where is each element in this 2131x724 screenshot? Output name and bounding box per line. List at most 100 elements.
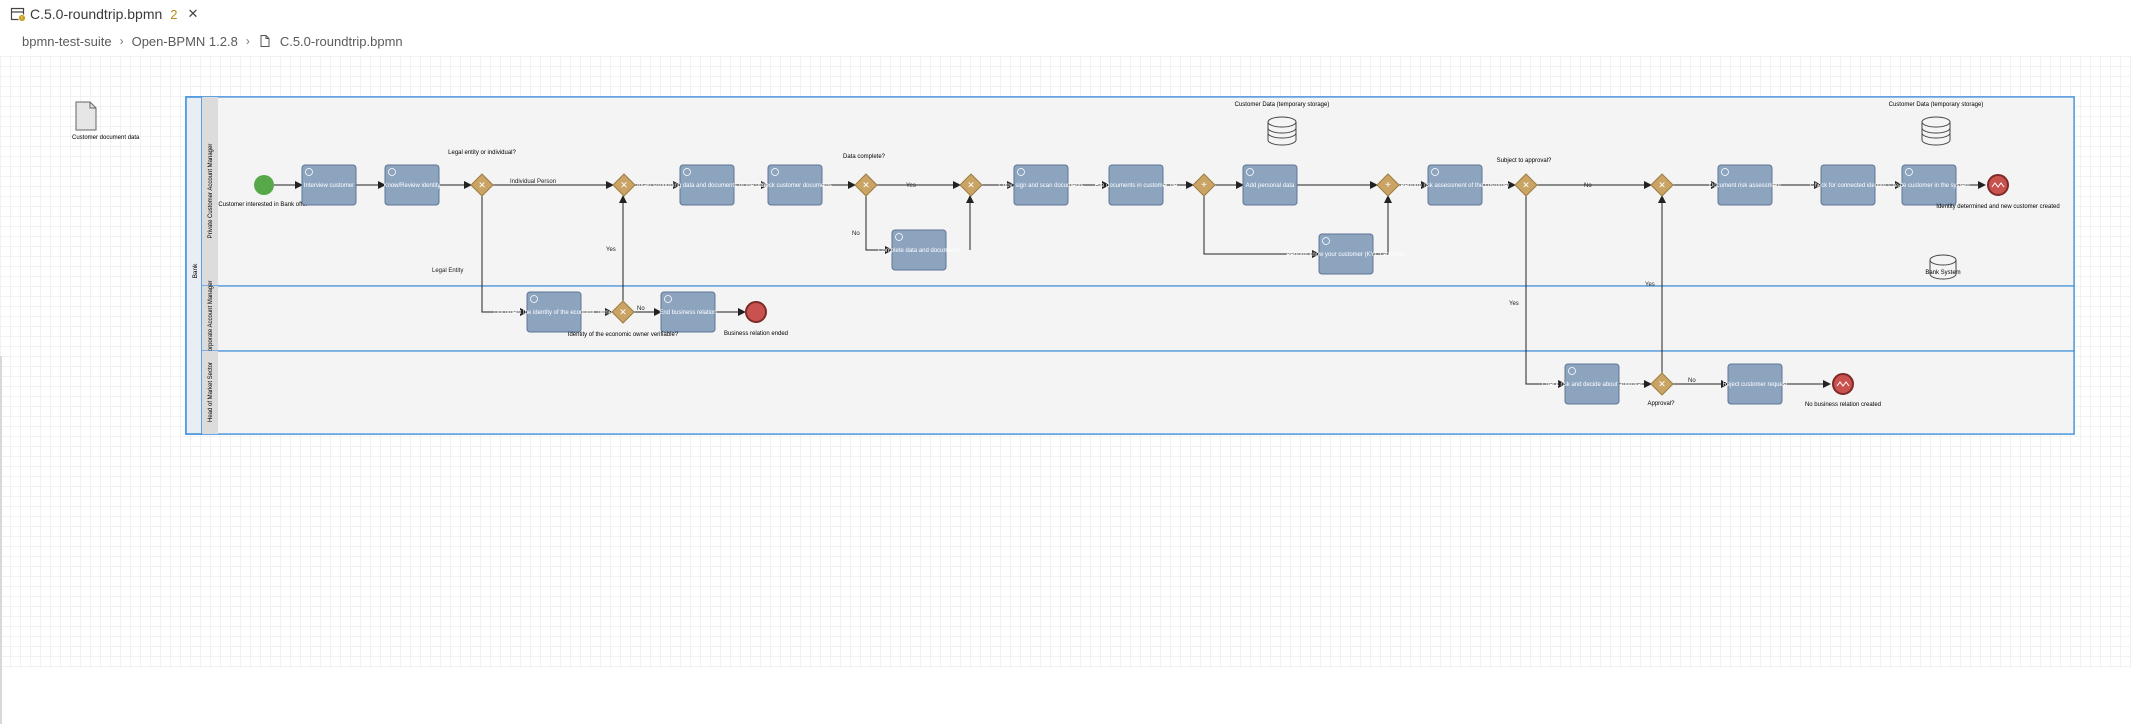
user-task-icon <box>1431 168 1439 176</box>
breadcrumb-project[interactable]: Open-BPMN 1.2.8 <box>131 33 238 49</box>
breadcrumb-workspace[interactable]: bpmn-test-suite <box>22 33 112 49</box>
end-event-relation-ended[interactable]: Business relation ended <box>724 301 788 337</box>
svg-text:Complete data and documents: Complete data and documents <box>878 248 960 254</box>
flow-label: Legal Entity <box>432 268 463 274</box>
end-event-identity-determined[interactable]: Identity determined and new customer cre… <box>1936 174 2060 210</box>
task-document-risk[interactable]: Document risk assessment <box>1709 164 1781 206</box>
user-task-icon <box>664 295 672 303</box>
exclusive-gateway-icon: ✕ <box>620 180 628 190</box>
task-complete-data[interactable]: Complete data and documents <box>878 229 960 271</box>
task-create-customer[interactable]: Create customer in the system <box>1888 164 1970 206</box>
end-event-label: Identity determined and new customer cre… <box>1936 204 2059 210</box>
gateway-label: Data complete? <box>843 154 886 160</box>
task-perform-kyc[interactable]: Perform know your customer (KYC) activit… <box>1286 233 1406 275</box>
user-task-icon <box>683 168 691 176</box>
user-task-icon <box>1017 168 1025 176</box>
user-task-icon <box>530 295 538 303</box>
flow-label: No <box>637 306 645 312</box>
task-obtain-docs[interactable]: Obtain supporting data and documents of … <box>634 164 780 206</box>
user-task-icon <box>1246 168 1254 176</box>
task-check-risk[interactable]: Check risk and decide about approval <box>1542 363 1642 405</box>
svg-text:Check for connected identity: Check for connected identity <box>1810 183 1886 189</box>
user-task-icon <box>1721 168 1729 176</box>
data-store-label: Customer Data (temporary storage) <box>1235 102 1330 108</box>
task-interview[interactable]: Interview customer <box>301 164 357 206</box>
lane-head-market[interactable]: Head of Market Sector <box>201 350 2075 435</box>
data-store-label: Bank System <box>1925 270 1960 276</box>
gateway-merge-3[interactable]: ✕ <box>1650 173 1674 197</box>
task-copy-sign[interactable]: Copy, sign and scan documents <box>999 164 1084 206</box>
data-store-customer-2[interactable]: Customer Data (temporary storage) <box>1889 102 1984 146</box>
task-file-docs[interactable]: File documents in customer file <box>1095 164 1178 206</box>
task-check-connected[interactable]: Check for connected identity <box>1810 164 1886 206</box>
end-event-label: Business relation ended <box>724 331 788 337</box>
gateway-label: Subject to approval? <box>1497 158 1552 164</box>
user-task-icon <box>1568 367 1576 375</box>
svg-text:Document the identity of the e: Document the identity of the economic ow… <box>494 310 614 316</box>
data-store-label: Customer Data (temporary storage) <box>1889 102 1984 108</box>
gateway-data-complete[interactable]: ✕ Data complete? <box>843 154 886 197</box>
gateway-label: Approval? <box>1647 401 1675 407</box>
task-add-personal[interactable]: Add personal data <box>1242 164 1298 206</box>
chevron-right-icon: › <box>245 34 250 48</box>
svg-text:Copy, sign and scan documents: Copy, sign and scan documents <box>999 183 1084 189</box>
end-event-no-relation[interactable]: No business relation created <box>1805 373 1881 408</box>
gateway-identity-owner[interactable]: ✕ Identity of the economic owner verifia… <box>568 300 679 338</box>
gateway-parallel-split[interactable]: + <box>1192 173 1216 197</box>
task-check-docs[interactable]: Check customer documents <box>758 164 832 206</box>
gateway-subject-approval[interactable]: ✕ Subject to approval? <box>1497 158 1552 197</box>
svg-text:Know/Review identity: Know/Review identity <box>383 183 440 189</box>
start-event[interactable]: Customer interested in Bank offer <box>218 175 308 208</box>
breadcrumb-file[interactable]: C.5.0-roundtrip.bpmn <box>279 33 403 49</box>
lane-label: Private Customer Account Manager <box>208 144 214 239</box>
pool-label: Bank <box>192 263 199 279</box>
diagram-canvas[interactable]: Customer document data Bank Private Cust… <box>0 56 2131 724</box>
data-store-customer-1[interactable]: Customer Data (temporary storage) <box>1235 102 1330 146</box>
problem-count-badge: 2 <box>170 6 178 22</box>
task-reject[interactable]: Reject customer request <box>1722 363 1788 405</box>
sequence-flows <box>274 181 1986 388</box>
user-task-icon <box>895 233 903 241</box>
task-know-review[interactable]: Know/Review identity <box>383 164 441 206</box>
close-tab-icon[interactable]: ✕ <box>187 6 199 21</box>
gateway-merge-1[interactable]: ✕ <box>612 173 636 197</box>
flow-label: Individual Person <box>510 179 556 185</box>
svg-text:Obtain supporting data and doc: Obtain supporting data and documents of … <box>634 183 780 189</box>
gateway-label: Identity of the economic owner verifiabl… <box>568 332 679 338</box>
exclusive-gateway-icon: ✕ <box>967 180 975 190</box>
user-task-icon <box>771 168 779 176</box>
lane-label: Head of Market Sector <box>208 362 214 422</box>
exclusive-gateway-icon: ✕ <box>619 307 627 317</box>
file-icon <box>260 35 270 47</box>
editor-tab[interactable]: ! C.5.0-roundtrip.bpmn 2 ✕ <box>0 0 204 28</box>
exclusive-gateway-icon: ✕ <box>1658 180 1666 190</box>
svg-text:End business relation: End business relation <box>659 310 716 316</box>
task-document-identity[interactable]: Document the identity of the economic ow… <box>494 291 614 333</box>
parallel-gateway-icon: + <box>1385 180 1391 191</box>
task-end-relation[interactable]: End business relation <box>659 291 717 333</box>
flow-label: No <box>1688 378 1696 384</box>
editor-tab-bar: ! C.5.0-roundtrip.bpmn 2 ✕ <box>0 0 2131 28</box>
svg-text:Perform know your customer (KY: Perform know your customer (KYC) activit… <box>1286 252 1405 258</box>
bpmn-diagram[interactable]: Customer document data Bank Private Cust… <box>0 56 2131 668</box>
svg-text:Interview customer: Interview customer <box>304 183 354 189</box>
svg-text:Perform risk assessment of the: Perform risk assessment of the customer <box>1400 183 1509 189</box>
gateway-parallel-join[interactable]: + <box>1376 173 1400 197</box>
user-task-icon <box>388 168 396 176</box>
gateway-label: Legal entity or individual? <box>448 150 516 156</box>
gateway-merge-2[interactable]: ✕ <box>959 173 983 197</box>
data-object[interactable]: Customer document data <box>72 101 140 141</box>
task-perform-risk[interactable]: Perform risk assessment of the customer <box>1400 164 1510 206</box>
flow-label: Yes <box>1645 282 1655 288</box>
scroll-edge <box>0 356 2 724</box>
lane-corporate[interactable]: Corporate Account Manager <box>201 280 2075 356</box>
svg-text:Customer interested in Bank of: Customer interested in Bank offer <box>218 202 307 208</box>
tab-title: C.5.0-roundtrip.bpmn <box>30 6 163 22</box>
svg-text:!: ! <box>21 16 22 22</box>
gateway-approval[interactable]: ✕ Approval? <box>1647 372 1675 407</box>
end-event-label: No business relation created <box>1805 402 1881 408</box>
gateway-legal-entity[interactable]: ✕ Legal entity or individual? <box>448 150 517 197</box>
svg-text:Check customer documents: Check customer documents <box>758 183 832 189</box>
data-store-bank-system[interactable]: Bank System <box>1925 254 1961 280</box>
data-object-label: Customer document data <box>72 135 140 141</box>
